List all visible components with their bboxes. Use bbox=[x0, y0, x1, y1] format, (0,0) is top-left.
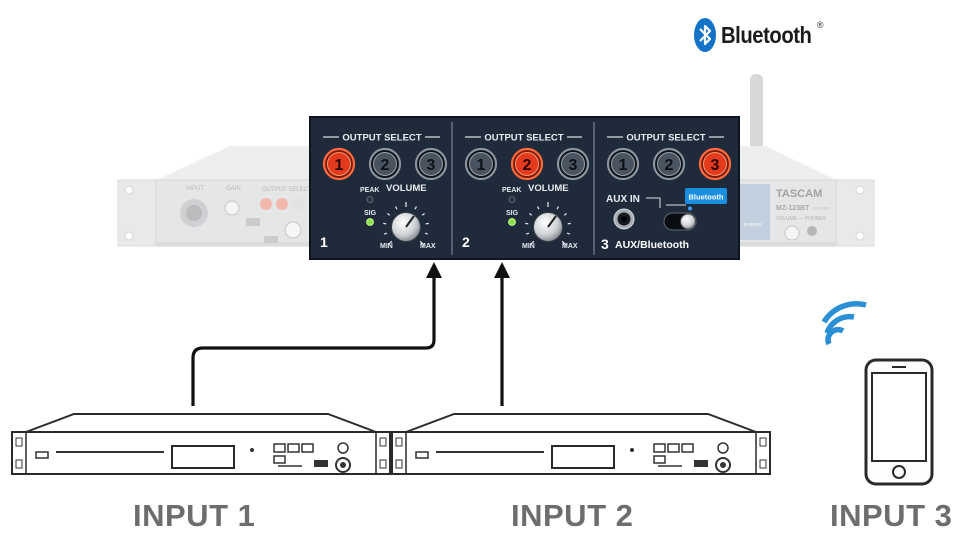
rack-ear-right bbox=[836, 180, 874, 246]
wifi-signal-icon bbox=[824, 304, 866, 344]
bluetooth-registered-mark: ® bbox=[817, 20, 824, 30]
input-2-label: INPUT 2 bbox=[511, 498, 633, 534]
faded-volume-phones: VOLUME — PHONES bbox=[776, 216, 827, 222]
aux-in-jack[interactable] bbox=[614, 209, 634, 229]
faded-output-select-text: OUTPUT SELECT bbox=[262, 187, 312, 193]
bluetooth-logo: Bluetooth ® bbox=[694, 18, 823, 52]
bluetooth-badge-label: Bluetooth bbox=[689, 193, 724, 202]
bluetooth-led bbox=[688, 207, 692, 211]
output-select-button-label: 1 bbox=[477, 157, 486, 174]
bluetooth-wordmark: Bluetooth bbox=[721, 22, 811, 49]
bluetooth-pairing-toggle[interactable] bbox=[664, 213, 696, 230]
output-select-button-2[interactable]: 2 bbox=[370, 149, 400, 179]
output-select-button-label: 2 bbox=[665, 157, 674, 174]
output-select-button-label: 2 bbox=[381, 157, 390, 174]
aux-in-label: AUX IN bbox=[606, 194, 640, 205]
volume-knob[interactable] bbox=[534, 213, 563, 242]
output-select-button-1[interactable]: 1 bbox=[466, 149, 496, 179]
peak-led bbox=[509, 197, 515, 203]
faded-power-text: POWER bbox=[813, 206, 831, 211]
sig-label: SIG bbox=[364, 210, 377, 217]
volume-knob[interactable] bbox=[392, 213, 421, 242]
arrow-input-1 bbox=[193, 270, 434, 406]
output-select-button-label: 3 bbox=[569, 157, 578, 174]
section-number: 2 bbox=[462, 234, 470, 250]
faded-input-text: INPUT bbox=[186, 186, 204, 192]
output-select-button-1[interactable]: 1 bbox=[324, 149, 354, 179]
section-number: 3 bbox=[601, 236, 609, 252]
peak-label: PEAK bbox=[502, 187, 521, 194]
output-select-button-label: 1 bbox=[335, 157, 344, 174]
output-select-button-1[interactable]: 1 bbox=[608, 149, 638, 179]
output-select-button-label: 3 bbox=[711, 157, 720, 174]
max-label: MAX bbox=[420, 243, 436, 250]
faded-pairing-text: PAIRING bbox=[744, 222, 763, 227]
output-select-button-label: 1 bbox=[619, 157, 628, 174]
output-select-button-label: 3 bbox=[427, 157, 436, 174]
output-select-label: OUTPUT SELECT bbox=[484, 133, 563, 144]
faded-model: MZ-123BT bbox=[776, 205, 810, 212]
output-select-button-2[interactable]: 2 bbox=[512, 149, 542, 179]
peak-label: PEAK bbox=[360, 187, 379, 194]
usb-port bbox=[314, 460, 328, 467]
min-label: MIN bbox=[522, 243, 535, 250]
volume-label: VOLUME bbox=[528, 183, 569, 194]
sig-label: SIG bbox=[506, 210, 519, 217]
faded-brand: TASCAM bbox=[776, 188, 822, 200]
output-select-label: OUTPUT SELECT bbox=[626, 133, 705, 144]
output-select-button-label: 2 bbox=[523, 157, 532, 174]
section-number: 1 bbox=[320, 234, 328, 250]
output-select-button-2[interactable]: 2 bbox=[654, 149, 684, 179]
signal-arrows bbox=[193, 270, 502, 406]
usb-port bbox=[694, 460, 708, 467]
aux-bluetooth-label: AUX/Bluetooth bbox=[615, 239, 689, 251]
input-1-label: INPUT 1 bbox=[133, 498, 255, 534]
output-select-button-3[interactable]: 3 bbox=[558, 149, 588, 179]
media-player-1 bbox=[12, 414, 390, 474]
input-3-label: INPUT 3 bbox=[830, 498, 952, 534]
faded-gain-text: GAIN bbox=[226, 186, 241, 192]
sig-led bbox=[509, 219, 516, 226]
peak-led bbox=[367, 197, 373, 203]
bluetooth-icon bbox=[694, 18, 716, 52]
smartphone-icon bbox=[866, 360, 932, 484]
output-select-label: OUTPUT SELECT bbox=[342, 133, 421, 144]
rack-ear-left bbox=[118, 180, 156, 246]
media-player-2 bbox=[392, 414, 770, 474]
max-label: MAX bbox=[562, 243, 578, 250]
min-label: MIN bbox=[380, 243, 393, 250]
output-select-button-3[interactable]: 3 bbox=[700, 149, 730, 179]
sig-led bbox=[367, 219, 374, 226]
output-select-button-3[interactable]: 3 bbox=[416, 149, 446, 179]
faded-pairing-panel bbox=[740, 184, 770, 240]
volume-label: VOLUME bbox=[386, 183, 427, 194]
